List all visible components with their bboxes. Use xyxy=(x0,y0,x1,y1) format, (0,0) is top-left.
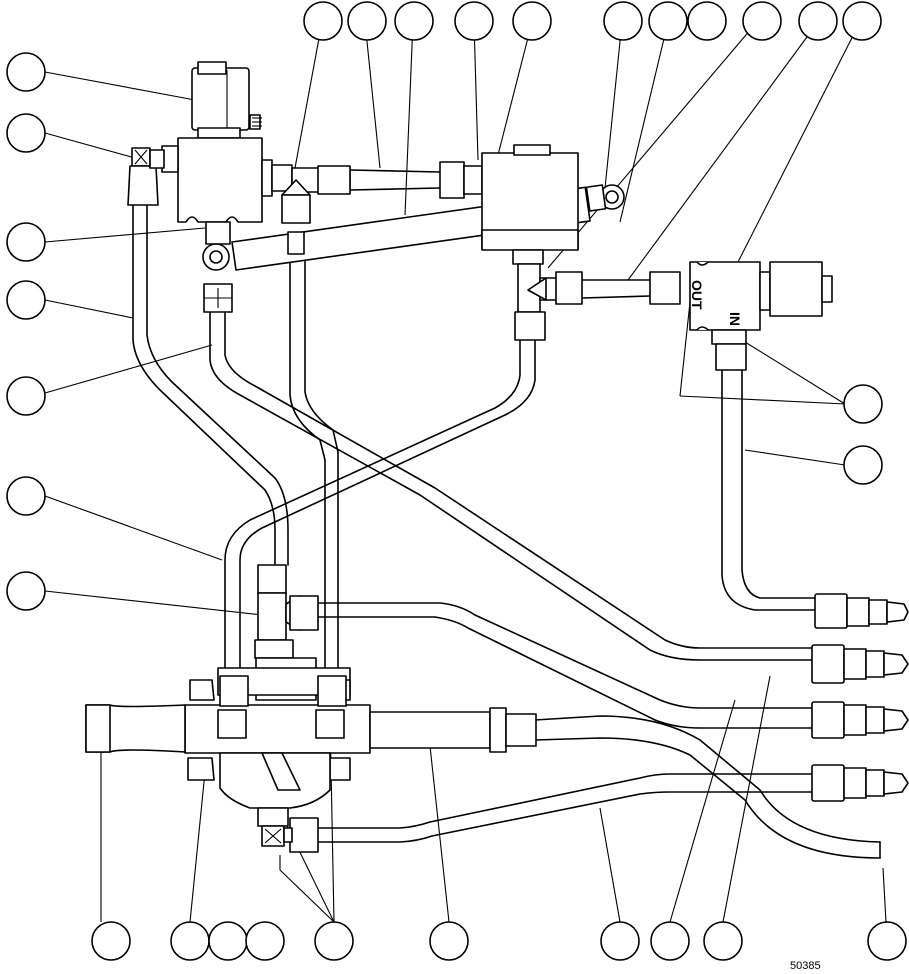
end-fitting-row-2 xyxy=(811,644,909,684)
callout-bubbles xyxy=(6,1,907,961)
callout-bubble xyxy=(703,921,743,961)
callout-bubble xyxy=(394,1,434,41)
callout-bubble xyxy=(6,222,46,262)
callout-bubble xyxy=(208,921,248,961)
callout-bubble xyxy=(6,113,46,153)
callout-bubble xyxy=(867,921,907,961)
end-fitting-row-4 xyxy=(811,764,909,802)
callout-bubble xyxy=(512,1,552,41)
left-elbow-fitting xyxy=(127,147,165,206)
callout-bubble xyxy=(6,571,46,611)
tube-lines xyxy=(132,169,881,859)
pump-manifold xyxy=(85,657,537,853)
callout-bubble xyxy=(600,921,640,961)
callout-bubble xyxy=(314,921,354,961)
middle-tee-fitting xyxy=(254,564,319,659)
callout-bubble xyxy=(742,1,782,41)
callout-bubble xyxy=(347,1,387,41)
callout-bubble xyxy=(648,1,688,41)
callout-bubble xyxy=(6,376,46,416)
out-port-label: OUT xyxy=(689,280,705,310)
callout-bubble xyxy=(6,52,46,92)
left-solenoid-valve xyxy=(161,61,293,313)
callout-bubble xyxy=(91,921,131,961)
callout-bubble xyxy=(170,921,210,961)
callout-bubble xyxy=(429,921,469,961)
callout-bubble xyxy=(6,476,46,516)
callout-bubble xyxy=(603,1,643,41)
end-fitting-row-3 xyxy=(811,701,909,739)
callout-bubble xyxy=(303,1,343,41)
callout-bubble xyxy=(798,1,838,41)
callout-bubble xyxy=(245,921,285,961)
callout-bubble xyxy=(843,384,883,424)
control-valve xyxy=(481,144,681,341)
end-fitting-row-1 xyxy=(814,593,909,629)
callout-bubble xyxy=(843,445,883,485)
callout-bubble xyxy=(842,1,882,41)
callout-bubble xyxy=(454,1,494,41)
in-out-valve: OUT IN xyxy=(689,261,833,371)
top-tee-fitting xyxy=(281,161,483,224)
callout-bubble xyxy=(6,280,46,320)
callout-bubble xyxy=(687,1,727,41)
figure-number: 50385 xyxy=(790,960,821,972)
callout-bubble xyxy=(650,921,690,961)
in-port-label: IN xyxy=(727,312,743,326)
